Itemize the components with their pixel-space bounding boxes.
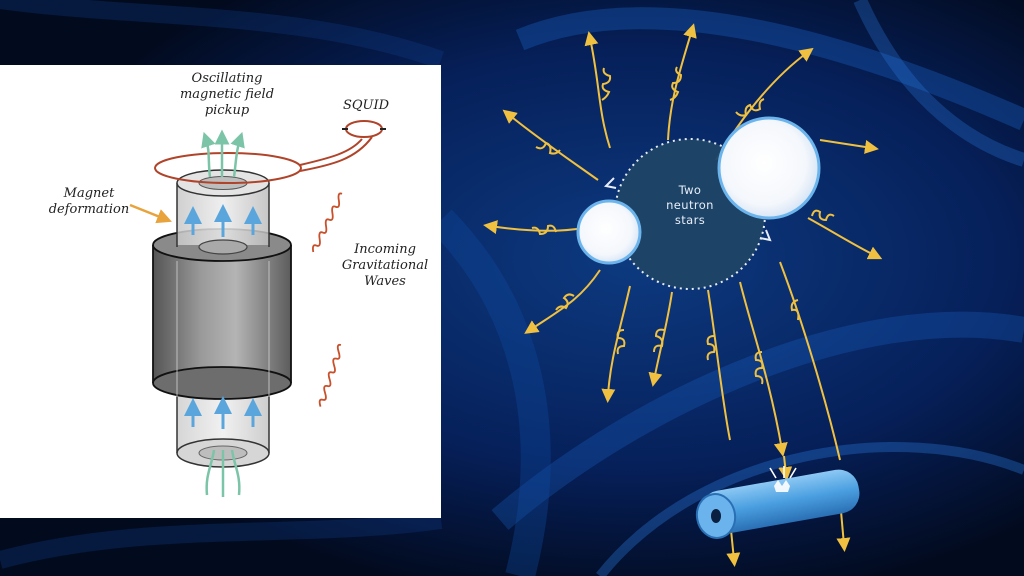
pickup-label-line: Oscillating xyxy=(191,71,263,86)
pickup-coil xyxy=(154,120,386,184)
pickup-field-lines xyxy=(201,129,245,178)
flux-arrows xyxy=(184,204,262,429)
magnet-label-line: deformation xyxy=(48,202,130,217)
neutron-stars-label: Two neutron stars xyxy=(660,183,720,228)
detector-schematic xyxy=(129,120,386,497)
waves-label-line: Incoming xyxy=(354,242,416,257)
squid-label: SQUID xyxy=(342,98,390,113)
bar-detector xyxy=(695,466,860,539)
stars-label-line: neutron xyxy=(666,198,714,212)
pickup-label-line: magnetic field xyxy=(179,87,275,102)
waves-label-line: Gravitational xyxy=(341,258,429,273)
incoming-waves-label: Incoming Gravitational Waves xyxy=(340,242,430,290)
orbit-direction-arrow xyxy=(759,229,772,242)
neutron-star-scene xyxy=(483,23,883,567)
waves-label-line: Waves xyxy=(364,274,406,289)
gravitational-wave-squiggles xyxy=(312,192,343,407)
magnet-deformation-label: Magnet deformation xyxy=(44,186,134,218)
orbit-direction-arrow xyxy=(603,177,617,189)
bottom-field-lines xyxy=(205,449,241,497)
large-neutron-star xyxy=(717,116,821,220)
detector-schematic-panel: Oscillating magnetic field pickup SQUID … xyxy=(0,65,441,518)
magnet-cylinder xyxy=(152,228,292,400)
stars-label-line: Two xyxy=(678,183,702,197)
stars-label-line: stars xyxy=(674,213,706,227)
pickup-label-line: pickup xyxy=(204,103,250,118)
gravitational-wave-arrows xyxy=(483,23,883,567)
pickup-label: Oscillating magnetic field pickup xyxy=(172,71,282,119)
magnet-label-line: Magnet xyxy=(63,186,115,201)
deformation-arrow xyxy=(129,203,172,224)
small-neutron-star xyxy=(576,199,642,265)
